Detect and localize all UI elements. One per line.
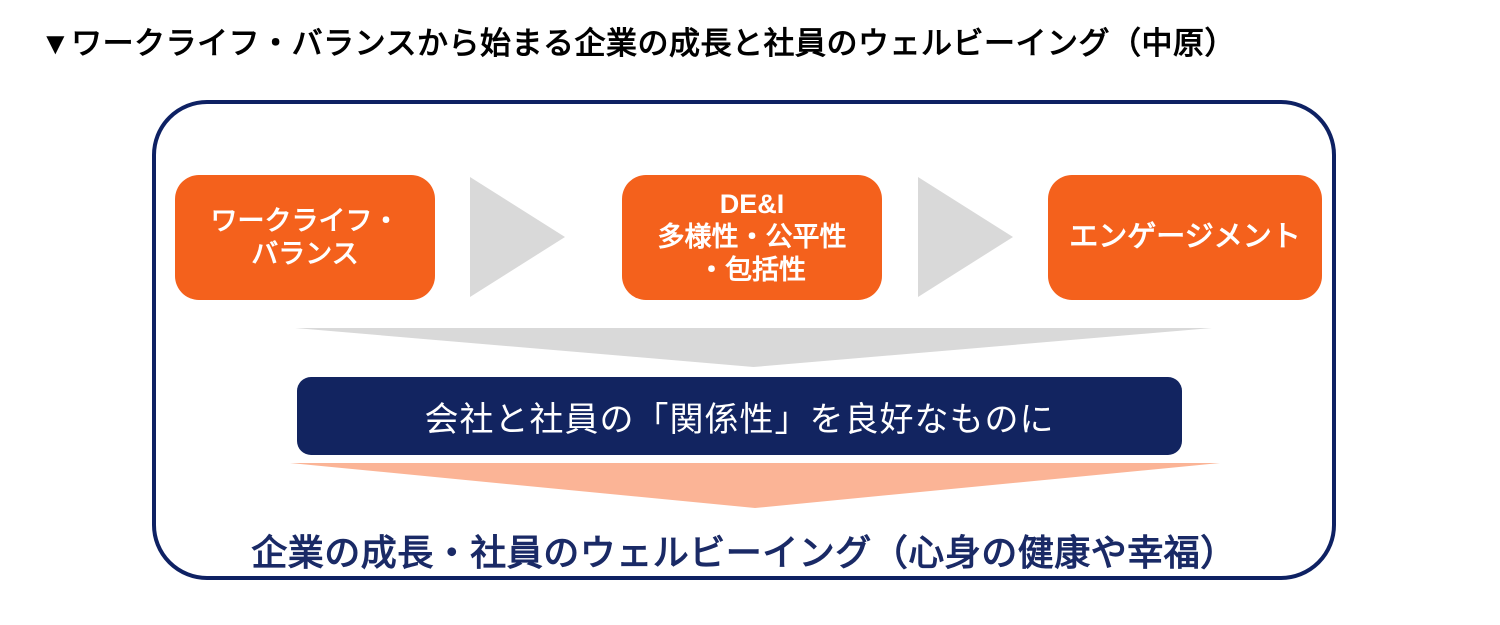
flow-box-label-line: エンゲージメント bbox=[1069, 220, 1301, 253]
down-arrow-gray-icon bbox=[295, 328, 1212, 367]
down-arrow-peach-icon bbox=[290, 463, 1220, 508]
relationship-banner-label: 会社と社員の「関係性」を良好なものに bbox=[424, 400, 1055, 439]
flow-box-work-life-balance: ワークライフ・ バランス bbox=[175, 175, 435, 300]
right-arrow-icon bbox=[918, 177, 1013, 297]
flow-box-label-line: ・包括性 bbox=[698, 254, 806, 285]
flow-box-label-line: バランス bbox=[251, 238, 359, 269]
flow-box-engagement: エンゲージメント bbox=[1048, 175, 1322, 300]
flow-box-label-line: DE&I bbox=[719, 189, 785, 220]
relationship-banner: 会社と社員の「関係性」を良好なものに bbox=[297, 377, 1182, 455]
flow-box-label-line: ワークライフ・ bbox=[210, 205, 400, 236]
right-arrow-icon bbox=[470, 177, 565, 297]
flow-box-dei: DE&I 多様性・公平性 ・包括性 bbox=[622, 175, 882, 300]
diagram-title: ▼ワークライフ・バランスから始まる企業の成長と社員のウェルビーイング（中原） bbox=[40, 26, 1237, 61]
outcome-statement: 企業の成長・社員のウェルビーイング（心身の健康や幸福） bbox=[251, 532, 1237, 573]
flow-box-label-line: 多様性・公平性 bbox=[657, 222, 847, 253]
